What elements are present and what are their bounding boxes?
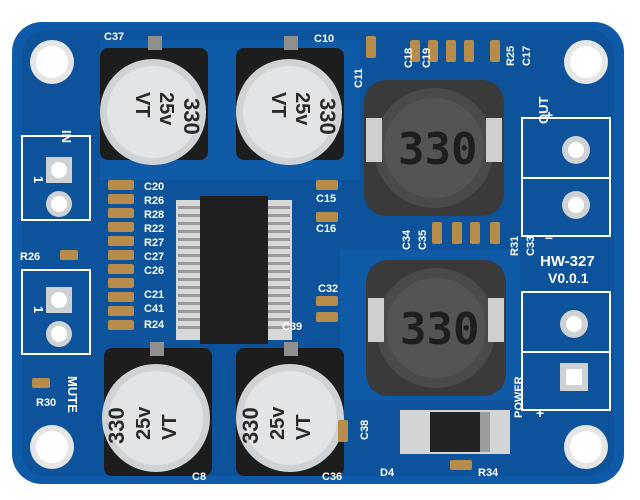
smd-components-left	[32, 180, 134, 388]
capacitor-top-right-voltage: 25v	[291, 92, 313, 126]
in-pin-1-label: 1	[31, 176, 46, 183]
label-r25: R25	[505, 46, 517, 66]
label-c38: C38	[359, 420, 371, 440]
label-r30: R30	[36, 397, 56, 409]
capacitor-bottom-right-series: VT	[293, 414, 315, 440]
inductor-top-marking: 330	[398, 124, 477, 175]
label-c19: C19	[421, 48, 433, 68]
diode	[400, 410, 510, 454]
label-r26a: R26	[144, 195, 164, 207]
power-connector	[521, 291, 611, 411]
label-c15: C15	[316, 193, 336, 205]
capacitor-top-right	[236, 36, 344, 165]
out-minus-label: –	[545, 229, 553, 245]
label-r31: R31	[509, 236, 521, 256]
label-r22: R22	[144, 223, 164, 235]
label-c16: C16	[316, 223, 336, 235]
board-model: HW-327	[540, 253, 595, 270]
power-minus-label: –	[540, 283, 548, 299]
label-r24: R24	[144, 319, 165, 331]
in-connector	[21, 135, 91, 221]
mute-pin-1-label: 1	[31, 306, 46, 313]
capacitor-top-left	[100, 36, 208, 165]
in-label: IN	[59, 130, 74, 143]
capacitor-top-right-series: VT	[267, 92, 289, 118]
label-c27: C27	[144, 251, 164, 263]
mute-connector	[21, 269, 91, 355]
capacitor-bottom-right-voltage: 25v	[267, 406, 289, 440]
out-connector	[521, 117, 611, 237]
label-c34: C34	[401, 229, 413, 250]
capacitor-top-left-series: VT	[131, 92, 153, 118]
label-c8: C8	[192, 471, 206, 483]
board-version: V0.0.1	[548, 270, 589, 286]
capacitor-bottom-left	[102, 342, 212, 476]
inductor-top	[364, 80, 504, 216]
label-c11: C11	[353, 68, 365, 88]
label-c39: C39	[282, 321, 302, 333]
label-c26: C26	[144, 265, 164, 277]
label-c20: C20	[144, 181, 164, 193]
label-r26b: R26	[20, 251, 40, 263]
label-r27: R27	[144, 237, 164, 249]
label-c18: C18	[403, 48, 415, 68]
capacitor-bottom-left-voltage: 25v	[133, 406, 155, 440]
capacitor-bottom-right	[236, 342, 344, 476]
label-c36: C36	[322, 471, 342, 483]
capacitor-bottom-right-value: 330	[238, 407, 263, 444]
smd-components-right	[316, 36, 500, 470]
capacitor-top-right-value: 330	[315, 98, 340, 135]
label-r34: R34	[478, 467, 499, 479]
amplifier-ic	[176, 196, 292, 344]
label-r28: R28	[144, 209, 164, 221]
label-c10: C10	[314, 33, 334, 45]
label-c35: C35	[417, 230, 429, 250]
mute-label: MUTE	[65, 376, 80, 413]
capacitor-bottom-left-series: VT	[159, 414, 181, 440]
inductor-bottom-marking: 330	[400, 304, 479, 355]
inductor-bottom	[366, 260, 506, 396]
out-plus-label: +	[545, 107, 553, 123]
capacitor-top-left-voltage: 25v	[155, 92, 177, 126]
power-plus-label: +	[536, 405, 544, 421]
capacitor-bottom-left-value: 330	[104, 407, 129, 444]
mounting-holes	[30, 40, 608, 469]
label-c21: C21	[144, 289, 164, 301]
capacitor-top-left-value: 330	[179, 98, 204, 135]
label-d4: D4	[380, 467, 395, 479]
label-c41: C41	[144, 303, 164, 315]
label-c37: C37	[104, 31, 124, 43]
label-c17: C17	[521, 46, 533, 66]
power-label: POWER	[513, 376, 525, 418]
label-c32: C32	[318, 283, 338, 295]
label-c33: C33	[525, 236, 537, 256]
out-label: OUT	[536, 97, 551, 125]
